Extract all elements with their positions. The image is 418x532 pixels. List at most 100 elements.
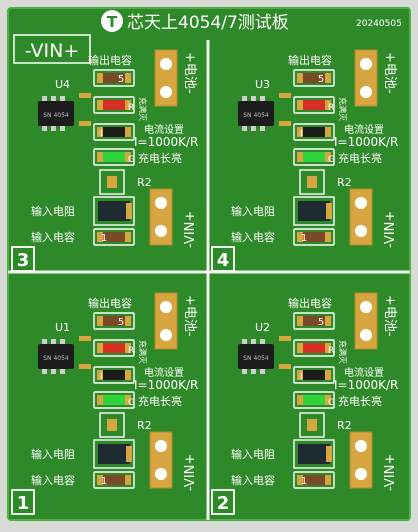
chip-pin-top (260, 96, 265, 102)
input-capacitor (93, 471, 135, 489)
battery-header-hole-1 (160, 58, 172, 70)
chip-body (238, 344, 274, 369)
r2-pad (307, 419, 317, 431)
chip-pin-bottom (51, 125, 56, 131)
current-set-resistor-pad-right (325, 127, 331, 137)
input-capacitor (93, 228, 135, 246)
chip-pin-top (242, 96, 247, 102)
led-green-pad-right (325, 152, 331, 162)
chip-pin-top (51, 339, 56, 345)
led-green-body (103, 152, 125, 162)
r2-outline (99, 169, 125, 195)
chip-side-pad (79, 364, 91, 369)
output-capacitor (93, 69, 135, 87)
output-cap-number: 5 (318, 317, 324, 328)
input-capacitor-outline (93, 228, 135, 246)
r2-outline (99, 412, 125, 438)
current-set-resistor (293, 123, 335, 141)
led-green-body (303, 152, 325, 162)
battery-header (354, 292, 378, 350)
led-green-pad-left (97, 395, 103, 405)
label-output-cap: 输出电容 (88, 53, 132, 67)
chip-pin-bottom (242, 125, 247, 131)
chip-pin-bottom (42, 368, 47, 374)
chip-label: U3 (255, 78, 270, 91)
battery-header-hole-2 (360, 329, 372, 341)
vin-header (149, 431, 173, 489)
input-capacitor-body (303, 475, 325, 485)
input-resistor-body (298, 444, 330, 464)
chip-side-pad (279, 93, 291, 98)
input-resistor-body (98, 201, 130, 221)
chip-label: U4 (55, 78, 70, 91)
chip-body (38, 344, 74, 369)
input-capacitor-pad-right (125, 232, 131, 242)
output-capacitor-body (303, 316, 325, 326)
input-resistor-outline (93, 196, 135, 226)
chip-side-pad (79, 93, 91, 98)
led-red-pad-left (97, 100, 103, 110)
input-capacitor-outline (293, 228, 335, 246)
led-green-body (303, 395, 325, 405)
input-capacitor (293, 228, 335, 246)
input-capacitor-outline (293, 471, 335, 489)
battery-header (354, 49, 378, 107)
chip-marking: SN 4054 (243, 355, 269, 362)
label-r2: R2 (137, 176, 152, 189)
chip-pin-bottom (251, 125, 256, 131)
label-input-resistor: 输入电阻 (31, 204, 75, 218)
current-set-pad-label: I (300, 129, 303, 139)
chip-marking: SN 4054 (43, 112, 69, 119)
r2-outline (299, 169, 325, 195)
vin-header (149, 188, 173, 246)
label-formula: I=1000K/R (134, 378, 198, 392)
led-red-label: R (128, 346, 134, 356)
led-red-pad-right (125, 100, 131, 110)
led-red (293, 339, 335, 357)
output-capacitor-outline (93, 312, 135, 330)
current-set-resistor-body (103, 127, 125, 137)
current-set-resistor-outline (93, 123, 135, 141)
label-vin: -VIN+ (183, 211, 198, 248)
output-capacitor-body (303, 73, 325, 83)
led-red-pad-left (297, 343, 303, 353)
vin-header-hole-2 (155, 225, 167, 237)
input-capacitor-outline (93, 471, 135, 489)
vin-header (349, 431, 373, 489)
r2-pad (107, 176, 117, 188)
current-set-resistor-pad-right (325, 370, 331, 380)
current-set-resistor-body (303, 370, 325, 380)
label-vin: -VIN+ (383, 211, 398, 248)
current-set-resistor-pad-left (97, 370, 103, 380)
input-resistor-body (298, 201, 330, 221)
label-battery: +电池- (182, 52, 197, 94)
chip-side-pad (279, 364, 291, 369)
vin-top-frame (13, 34, 91, 64)
label-output-cap: 输出电容 (288, 53, 332, 67)
chip-pin-top (60, 96, 65, 102)
output-cap-number: 5 (118, 317, 124, 328)
chip-body (38, 101, 74, 126)
label-battery: +电池- (382, 52, 397, 94)
output-capacitor-pad-left (97, 73, 103, 83)
input-resistor-pad (126, 446, 132, 462)
led-green-outline (93, 391, 135, 409)
input-cap-number: 1 (301, 476, 307, 487)
output-capacitor-pad-right (325, 73, 331, 83)
led-red (93, 339, 135, 357)
chip-pin-bottom (260, 125, 265, 131)
led-red-outline (93, 96, 135, 114)
input-capacitor-pad-left (297, 475, 303, 485)
logo-circle (101, 10, 123, 32)
vin-top-label: -VIN+ (25, 40, 79, 62)
vin-header-hole-1 (155, 440, 167, 452)
vin-header-hole-1 (355, 197, 367, 209)
input-capacitor-pad-left (97, 232, 103, 242)
led-red-pad-left (297, 100, 303, 110)
output-capacitor-outline (293, 69, 335, 87)
battery-header-hole-2 (160, 329, 172, 341)
